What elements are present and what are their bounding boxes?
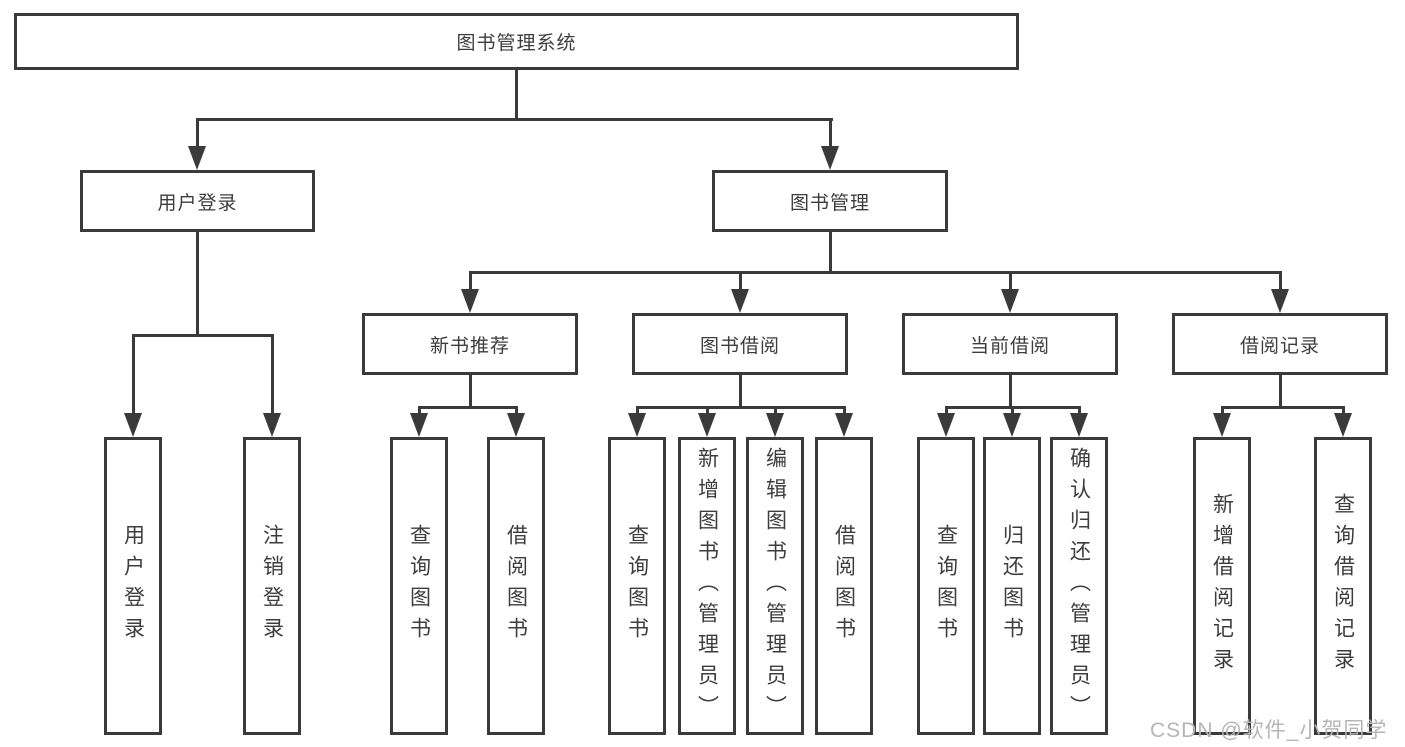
node-root-label: 图书管理系统 <box>456 33 577 54</box>
connector-line <box>515 68 518 120</box>
leaf-label: 查询图书 <box>407 524 431 648</box>
leaf-label: 归还图书 <box>1000 524 1024 648</box>
node-book-management-label: 图书管理 <box>789 192 870 214</box>
connector-line <box>1221 406 1345 409</box>
node-new-book-recommend: 新书推荐 <box>362 313 578 375</box>
arrow-down-icon <box>461 289 479 313</box>
connector-line <box>1009 271 1012 293</box>
connector-line <box>196 230 199 336</box>
leaf-label: 用户登录 <box>121 524 145 648</box>
node-borrow-books-leaf: 借阅图书 <box>487 437 545 735</box>
watermark: CSDN @软件_小贺同学 <box>1150 719 1388 742</box>
leaf-label: 新增图书（管理员） <box>695 446 719 726</box>
connector-line <box>196 118 833 121</box>
arrow-down-icon <box>731 289 749 313</box>
node-add-books-admin-leaf: 新增图书（管理员） <box>678 437 736 735</box>
connector-line <box>469 271 472 293</box>
connector-line <box>132 334 274 337</box>
node-new-book-recommend-label: 新书推荐 <box>429 335 510 357</box>
connector-line <box>1279 271 1282 293</box>
connector-line <box>843 406 846 417</box>
arrow-down-icon <box>263 413 281 437</box>
leaf-label: 确认归还（管理员） <box>1067 446 1091 726</box>
arrow-down-icon <box>766 413 784 437</box>
node-user-login-label: 用户登录 <box>157 192 238 214</box>
connector-line <box>1221 406 1224 417</box>
arrow-down-icon <box>507 413 525 437</box>
connector-line <box>945 406 948 417</box>
node-root: 图书管理系统 <box>14 13 1019 70</box>
arrow-down-icon <box>188 146 206 170</box>
connector-line <box>1009 373 1012 408</box>
node-current-borrow: 当前借阅 <box>902 313 1118 375</box>
arrow-down-icon <box>124 413 142 437</box>
node-confirm-return-admin-leaf: 确认归还（管理员） <box>1050 437 1108 735</box>
node-query-books-leaf: 查询图书 <box>917 437 975 735</box>
connector-line <box>196 118 199 148</box>
node-query-books-leaf: 查询图书 <box>608 437 666 735</box>
node-borrow-books-leaf: 借阅图书 <box>815 437 873 735</box>
connector-line <box>1078 406 1081 417</box>
node-current-borrow-label: 当前借阅 <box>969 335 1050 357</box>
node-user-login: 用户登录 <box>80 170 315 232</box>
connector-line <box>469 373 472 408</box>
node-add-borrow-record-leaf: 新增借阅记录 <box>1193 437 1251 735</box>
arrow-down-icon <box>1001 289 1019 313</box>
connector-line <box>515 406 518 417</box>
leaf-label: 新增借阅记录 <box>1210 493 1234 679</box>
arrow-down-icon <box>1070 413 1088 437</box>
arrow-down-icon <box>821 146 839 170</box>
arrow-down-icon <box>835 413 853 437</box>
node-book-borrow-label: 图书借阅 <box>699 335 780 357</box>
connector-line <box>418 406 421 417</box>
connector-line <box>739 271 742 293</box>
connector-line <box>829 230 832 273</box>
node-borrow-record: 借阅记录 <box>1172 313 1388 375</box>
node-borrow-record-label: 借阅记录 <box>1239 335 1320 357</box>
connector-line <box>706 406 709 417</box>
arrow-down-icon <box>1213 413 1231 437</box>
arrow-down-icon <box>1334 413 1352 437</box>
node-query-books-leaf: 查询图书 <box>390 437 448 735</box>
arrow-down-icon <box>698 413 716 437</box>
leaf-label: 查询借阅记录 <box>1331 493 1355 679</box>
connector-line <box>1011 406 1014 417</box>
connector-line <box>132 334 135 416</box>
leaf-label: 借阅图书 <box>504 524 528 648</box>
leaf-label: 注销登录 <box>260 524 284 648</box>
arrow-down-icon <box>1003 413 1021 437</box>
node-user-login-leaf: 用户登录 <box>104 437 162 735</box>
node-return-books-leaf: 归还图书 <box>983 437 1041 735</box>
connector-line <box>636 406 846 409</box>
connector-line <box>829 118 832 148</box>
leaf-label: 借阅图书 <box>832 524 856 648</box>
leaf-label: 查询图书 <box>625 524 649 648</box>
arrow-down-icon <box>628 413 646 437</box>
connector-line <box>636 406 639 417</box>
connector-line <box>1279 373 1282 408</box>
connector-line <box>418 406 518 409</box>
node-book-management: 图书管理 <box>712 170 948 232</box>
arrow-down-icon <box>1271 289 1289 313</box>
connector-line <box>1342 406 1345 417</box>
node-query-borrow-record-leaf: 查询借阅记录 <box>1314 437 1372 735</box>
arrow-down-icon <box>410 413 428 437</box>
arrow-down-icon <box>937 413 955 437</box>
node-book-borrow: 图书借阅 <box>632 313 848 375</box>
connector-line <box>271 334 274 416</box>
connector-line <box>739 373 742 408</box>
leaf-label: 查询图书 <box>934 524 958 648</box>
node-logout-leaf: 注销登录 <box>243 437 301 735</box>
connector-line <box>469 271 1282 274</box>
connector-line <box>774 406 777 417</box>
node-edit-books-admin-leaf: 编辑图书（管理员） <box>746 437 804 735</box>
leaf-label: 编辑图书（管理员） <box>763 446 787 726</box>
